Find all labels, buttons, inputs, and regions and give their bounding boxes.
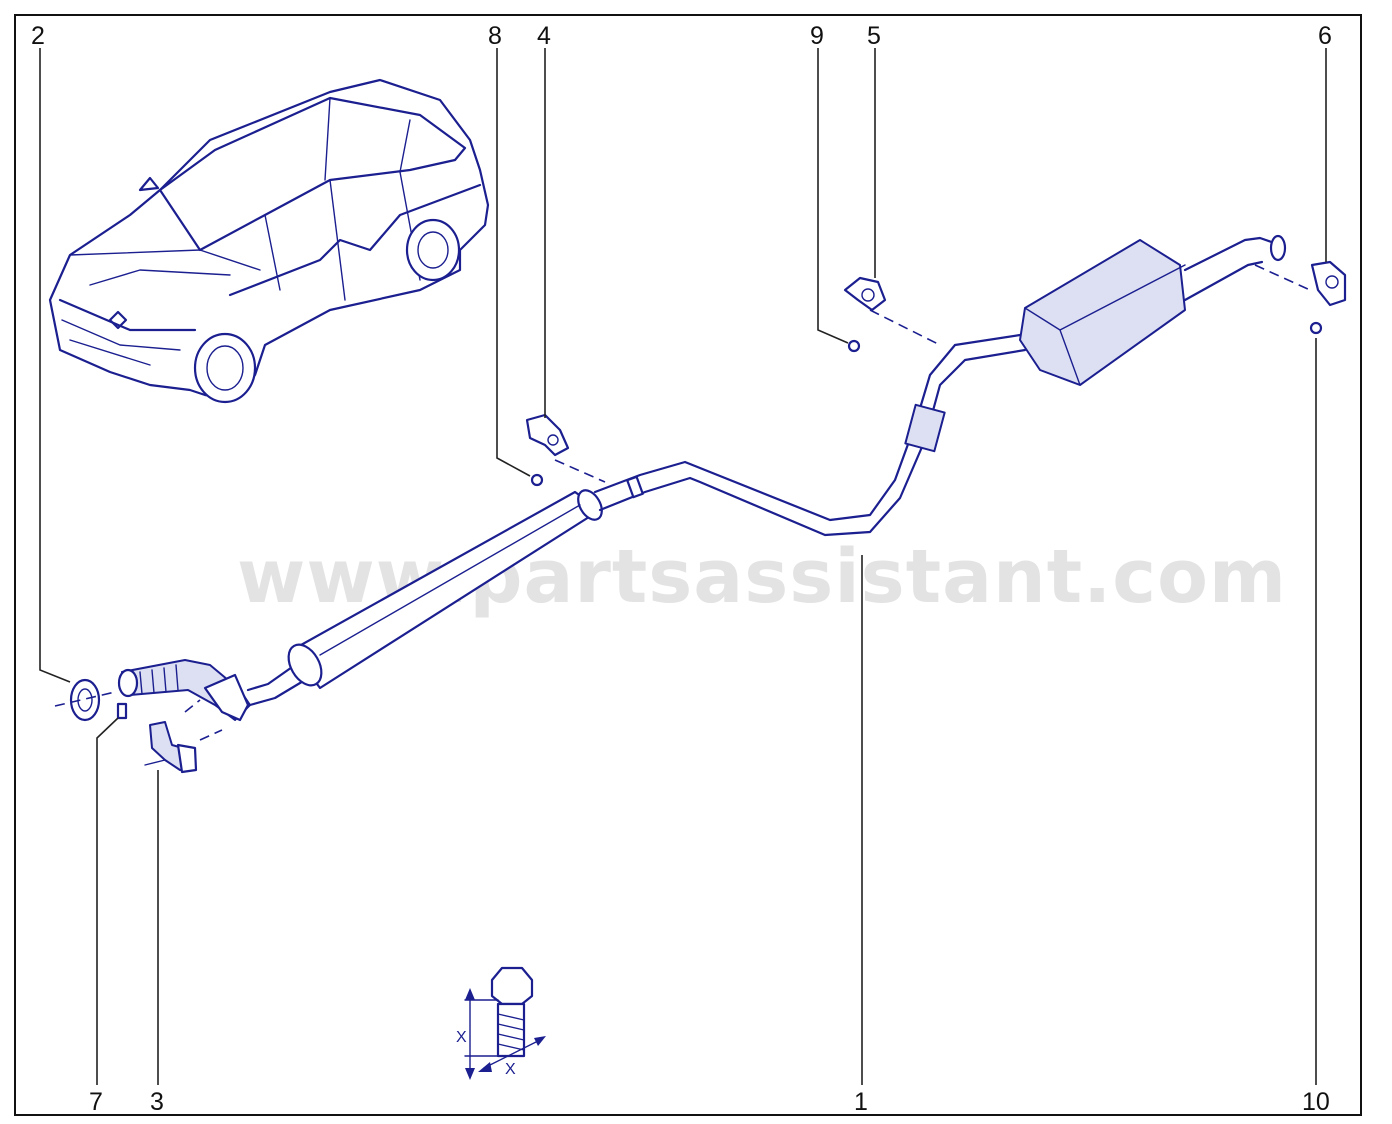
callout-9: 9 (810, 22, 824, 50)
callout-3: 3 (150, 1088, 164, 1116)
gasket-ring (54, 678, 116, 722)
rear-muffler (1019, 234, 1311, 386)
stud-bolt (116, 702, 128, 720)
callout-8: 8 (488, 22, 502, 50)
hanger-bracket-center (525, 413, 570, 457)
leader-lines (39, 48, 1327, 1085)
intermediate-pipe (554, 309, 1027, 537)
dimension-length-label: X (456, 1029, 467, 1046)
dimension-diameter-label: X (505, 1061, 516, 1078)
front-mounting-bracket (144, 699, 223, 774)
callout-5: 5 (867, 22, 881, 50)
callout-6: 6 (1318, 22, 1332, 50)
car-illustration (48, 78, 490, 404)
middle-muffler (287, 489, 603, 690)
bolt-rear-mid (847, 339, 861, 353)
diagram-frame (14, 14, 1362, 1116)
hanger-bracket-rear (1310, 260, 1347, 307)
callout-1: 1 (854, 1088, 868, 1116)
callout-4: 4 (537, 22, 551, 50)
callout-7: 7 (89, 1088, 103, 1116)
bolt-dimension-detail: X X (456, 966, 546, 1080)
hanger-bracket-rear-mid (843, 276, 887, 312)
front-pipe-assembly (117, 659, 307, 722)
callout-10: 10 (1302, 1088, 1330, 1116)
bolt-rear (1309, 321, 1323, 335)
bolt-center (530, 473, 544, 487)
callout-2: 2 (31, 22, 45, 50)
